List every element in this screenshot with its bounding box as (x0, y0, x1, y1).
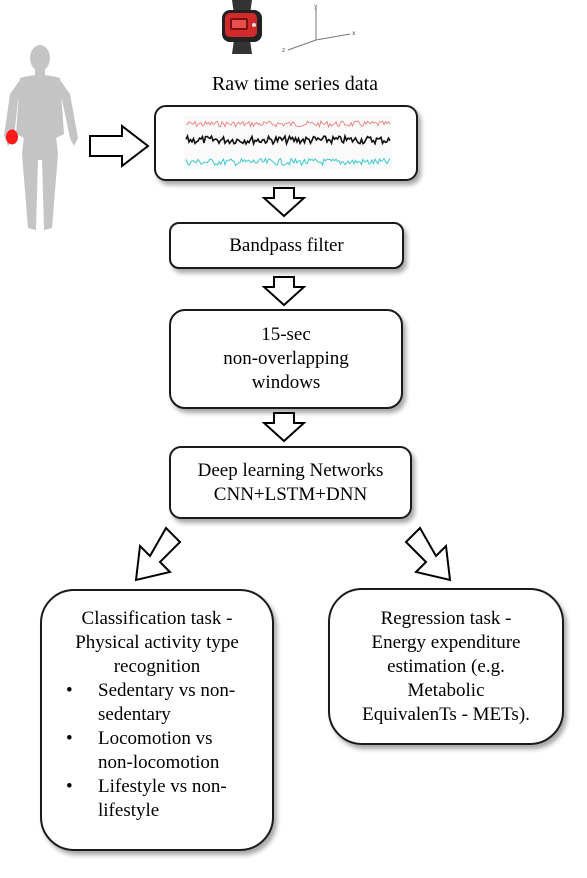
bullet-dot: • (66, 776, 73, 797)
bandpass-filter-label: Bandpass filter (229, 234, 344, 256)
deep-learning-line-1: Deep learning Networks (197, 459, 384, 481)
bullet-text: Locomotion vs (98, 728, 213, 749)
bullet-dot: • (66, 728, 73, 749)
bullet-text: Lifestyle vs non- (98, 776, 227, 797)
down-arrow-1 (262, 187, 306, 218)
wrist-sensor-icon (6, 129, 18, 145)
classification-heading-3: recognition (113, 656, 201, 677)
bullet-text: sedentary (98, 704, 171, 725)
body-to-signal-arrow (89, 124, 150, 168)
raw-signal-box (154, 105, 418, 181)
signal-trace-black (185, 133, 391, 147)
down-arrow-2 (262, 276, 306, 307)
windows-box: 15-sec non-overlapping windows (169, 309, 403, 409)
bandpass-filter-box: Bandpass filter (169, 222, 404, 269)
bullet-dot: • (66, 680, 73, 701)
svg-text:z: z (282, 47, 285, 54)
diagram-caption: Raw time series data (211, 73, 379, 95)
bullet-text: lifestyle (98, 800, 160, 821)
windows-line-2: non-overlapping (223, 348, 349, 369)
bullet-item-lifestyle: • Lifestyle vs non- lifestyle (42, 775, 272, 823)
regression-task-box: Regression task - Energy expenditure est… (328, 588, 564, 745)
windows-line-1: 15-sec (261, 324, 311, 345)
classification-heading-2: Physical activity type (75, 632, 239, 653)
svg-text:y: y (314, 3, 318, 10)
classification-heading-1: Classification task - (81, 608, 233, 629)
regression-line-4: Metabolic (407, 679, 485, 701)
wristwatch-device-icon (222, 0, 262, 54)
xyz-axes-icon: y x z (282, 3, 356, 54)
bullet-text: Sedentary vs non- (98, 680, 236, 701)
regression-line-2: Energy expenditure (371, 631, 521, 653)
signal-trace-red (185, 120, 391, 129)
bullet-text: non-locomotion (98, 752, 220, 773)
deep-learning-line-2: CNN+LSTM+DNN (213, 483, 368, 505)
human-body-icon (4, 45, 78, 230)
svg-text:x: x (352, 30, 356, 37)
regression-line-3: estimation (e.g. (387, 655, 505, 677)
branch-arrow-left (134, 526, 182, 582)
down-arrow-3 (262, 412, 306, 443)
classification-task-box: Classification task - Physical activity … (40, 589, 274, 851)
bullet-item-sedentary: • Sedentary vs non- sedentary (42, 679, 272, 727)
bullet-item-locomotion: • Locomotion vs non-locomotion (42, 727, 272, 775)
branch-arrow-right (404, 526, 452, 582)
classification-bullet-list: • Sedentary vs non- sedentary • Locomoti… (42, 679, 272, 823)
regression-line-1: Regression task - (380, 607, 512, 629)
raw-signal-plot (184, 116, 392, 170)
signal-trace-cyan (185, 157, 391, 167)
regression-line-5: EquivalenTs - METs). (362, 703, 530, 725)
deep-learning-box: Deep learning Networks CNN+LSTM+DNN (169, 446, 412, 519)
windows-line-3: windows (251, 372, 321, 393)
